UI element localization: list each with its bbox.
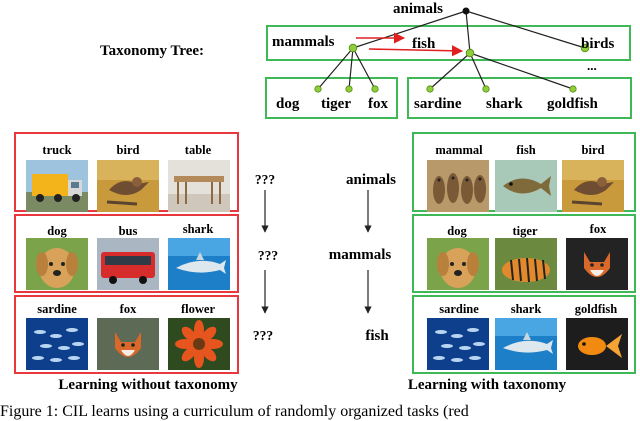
leaf-fox: fox — [368, 96, 388, 112]
dog-photo-right — [427, 238, 489, 290]
bus-photo — [97, 238, 159, 290]
dog-photo — [26, 238, 88, 290]
truck-photo — [26, 160, 88, 212]
left-mark-3: ??? — [252, 328, 274, 343]
left-t1-c3: table — [184, 143, 212, 157]
fox-photo — [97, 318, 159, 370]
shark-photo-right — [495, 318, 557, 370]
tiger-photo — [495, 238, 557, 290]
level1-birds: birds — [581, 36, 615, 52]
taxonomy-title: Taxonomy Tree: — [100, 43, 205, 59]
level1-ellipsis: ... — [587, 58, 597, 73]
table-photo — [168, 160, 230, 212]
left-t3-c3: flower — [180, 302, 216, 316]
right-t2-c1: dog — [447, 224, 467, 238]
level1-mammals: mammals — [272, 34, 335, 50]
leaf-tiger: tiger — [321, 96, 351, 112]
left-footer: Learning without taxonomy — [58, 377, 238, 393]
figure-caption: Figure 1: CIL learns using a curriculum … — [0, 403, 469, 420]
right-footer: Learning with taxonomy — [407, 377, 567, 393]
stage-animals: animals — [345, 172, 397, 188]
left-t2-c3: shark — [182, 222, 214, 236]
stage-mammals: mammals — [328, 247, 392, 263]
fish-photo — [495, 160, 557, 212]
right-t1-c3: bird — [581, 143, 605, 157]
left-t3-c1: sardine — [37, 302, 77, 316]
shark-photo — [168, 238, 230, 290]
right-t1-c2: fish — [516, 143, 536, 157]
right-t3-c2: shark — [510, 302, 542, 316]
bird-photo-right — [562, 160, 624, 212]
left-t1-c2: bird — [116, 143, 140, 157]
root-node — [462, 7, 470, 15]
left-t2-c2: bus — [118, 224, 138, 238]
leaf-goldfish: goldfish — [547, 96, 598, 112]
leaf-dog: dog — [276, 96, 300, 112]
bird-photo — [97, 160, 159, 212]
right-t3-c3: goldfish — [574, 302, 618, 316]
goldfish-photo — [566, 318, 628, 370]
fox-photo-right — [566, 238, 628, 290]
stage-fish: fish — [365, 328, 389, 344]
right-t3-c1: sardine — [439, 302, 479, 316]
leaf-shark: shark — [486, 96, 523, 112]
left-t2-c1: dog — [47, 224, 67, 238]
sardine-photo-right — [427, 318, 489, 370]
right-t2-c3: fox — [589, 222, 607, 236]
leaf-sardine: sardine — [414, 96, 462, 112]
left-mark-2: ??? — [257, 248, 279, 263]
flower-photo — [168, 318, 230, 370]
level1-fish: fish — [412, 36, 436, 52]
right-t1-c1: mammal — [435, 143, 483, 157]
mammal-photo — [427, 160, 489, 212]
left-mark-1: ??? — [254, 172, 276, 187]
right-t2-c2: tiger — [512, 224, 538, 238]
left-t1-c1: truck — [42, 143, 72, 157]
sardine-photo — [26, 318, 88, 370]
left-t3-c2: fox — [119, 302, 137, 316]
root-label: animals — [392, 1, 444, 17]
